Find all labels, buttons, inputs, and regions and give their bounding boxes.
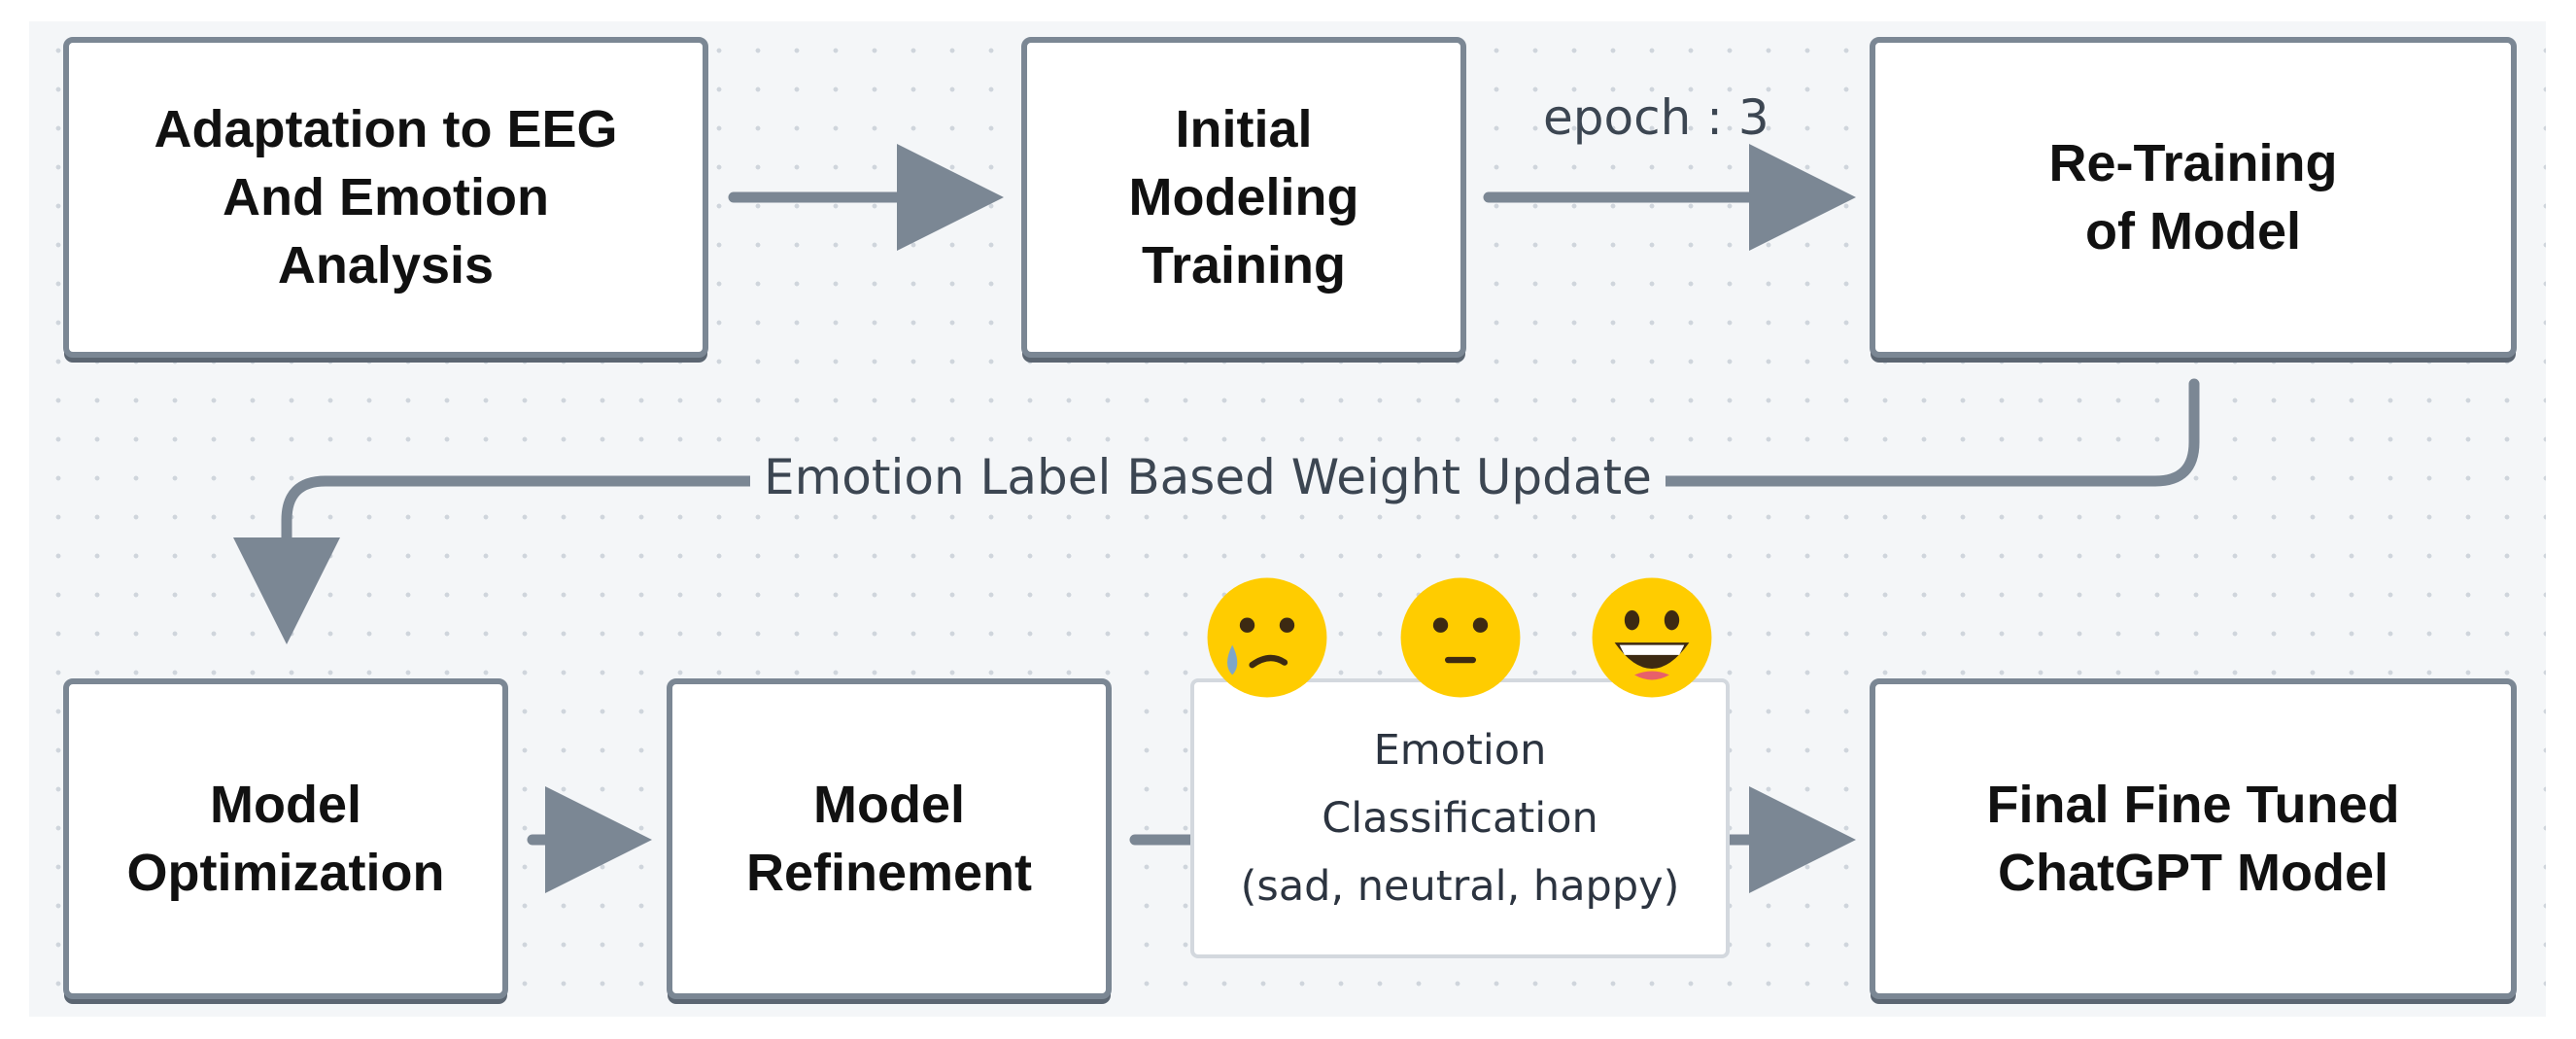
node-refinement: Model Refinement	[667, 678, 1112, 999]
weight-update-label: Emotion Label Based Weight Update	[750, 449, 1666, 505]
node-initial-training-label: Initial Modeling Training	[1128, 100, 1359, 294]
node-classification: Emotion Classification (sad, neutral, ha…	[1190, 678, 1730, 958]
node-adaptation-label: Adaptation to EEG And Emotion Analysis	[154, 100, 618, 294]
node-retraining-label: Re-Training of Model	[2048, 134, 2338, 260]
epoch-label: epoch : 3	[1543, 89, 1769, 146]
node-final-model: Final Fine Tuned ChatGPT Model	[1870, 678, 2517, 999]
node-classification-label: Emotion Classification (sad, neutral, ha…	[1240, 726, 1680, 911]
node-refinement-label: Model Refinement	[745, 776, 1033, 902]
node-optimization: Model Optimization	[63, 678, 508, 999]
node-initial-training: Initial Modeling Training	[1021, 37, 1466, 358]
grinning-face-icon	[1592, 577, 1712, 698]
node-retraining: Re-Training of Model	[1870, 37, 2517, 358]
node-final-model-label: Final Fine Tuned ChatGPT Model	[1986, 776, 2400, 902]
crying-face-icon	[1207, 577, 1327, 698]
neutral-face-icon	[1400, 577, 1521, 698]
node-adaptation: Adaptation to EEG And Emotion Analysis	[63, 37, 708, 358]
node-optimization-label: Model Optimization	[126, 776, 445, 902]
